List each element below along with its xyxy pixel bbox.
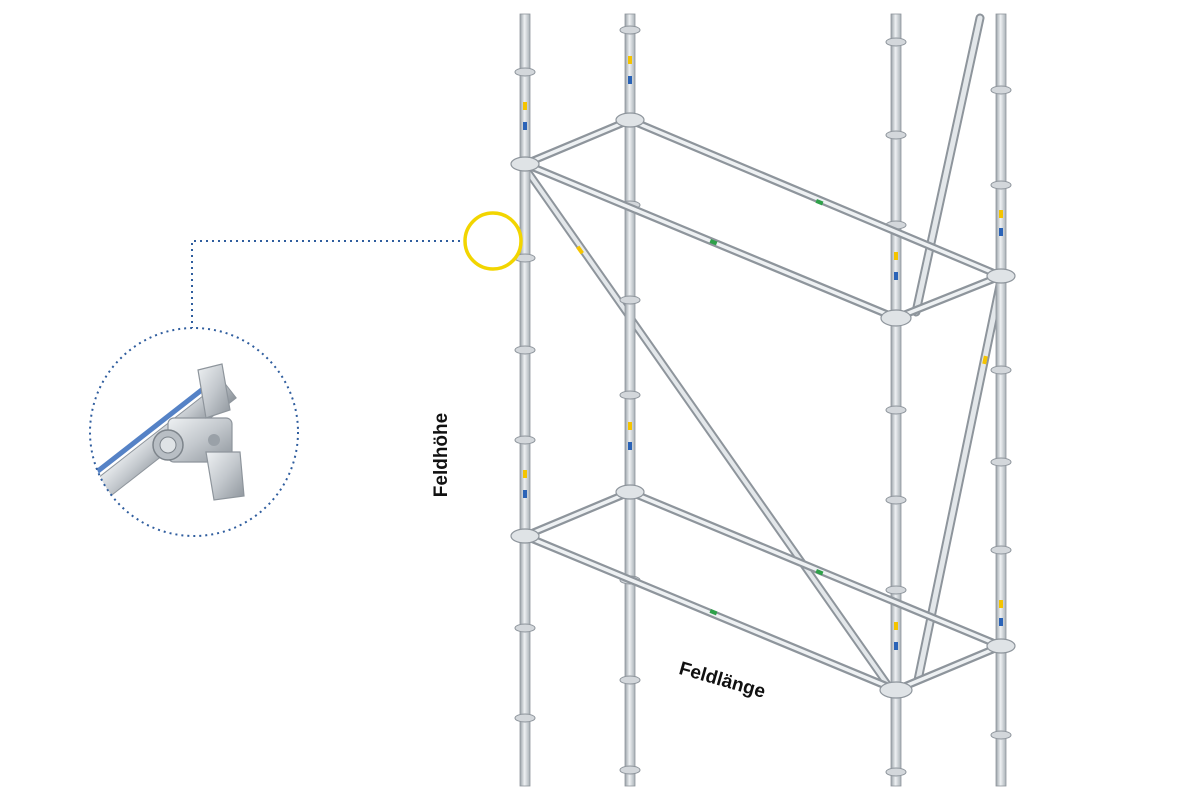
node-connectors	[510, 112, 1016, 699]
detail-magnifier	[89, 327, 299, 537]
vertical-standards	[519, 13, 1007, 787]
highlight-ring-icon	[463, 211, 523, 271]
detail-leader-line	[191, 240, 466, 328]
diagonal-braces	[524, 13, 1005, 692]
upper-ledger-frame	[521, 116, 1005, 322]
lower-ledger-frame	[521, 488, 1005, 694]
rosette-disks	[514, 25, 1012, 777]
wedge-coupler-icon	[90, 363, 245, 516]
color-markers	[523, 56, 1003, 650]
field-height-label: Feldhöhe	[431, 412, 452, 498]
